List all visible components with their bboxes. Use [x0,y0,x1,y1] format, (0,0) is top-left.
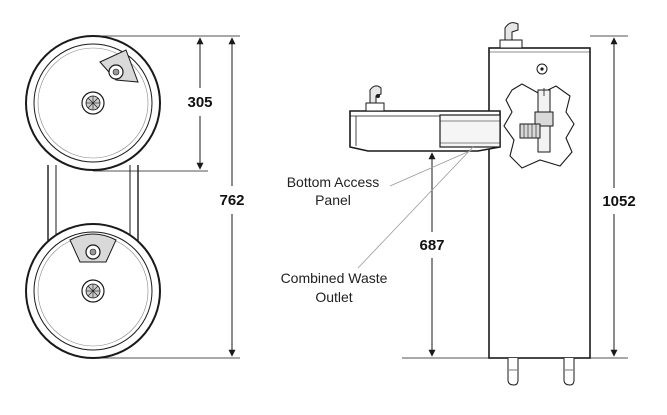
leader-combined-waste-outlet [357,145,475,269]
label-combined-waste-outlet-line2: Outlet [315,289,352,305]
bottom-access-panel [439,114,501,148]
drain-bottom-icon [81,279,105,303]
label-bottom-access-panel-line1: Bottom Access [287,174,380,190]
plan-view: 305 762 [25,35,245,359]
label-bottom-access-panel-line2: Panel [315,192,351,208]
bottom-bowl [25,223,161,359]
bowl-bubbler-icon [365,85,385,112]
cutaway-section [503,83,575,169]
pedestal-feet [507,358,575,386]
dim-label-305: 305 [187,94,212,111]
fountain-bowl-side [349,85,501,152]
label-combined-waste-outlet-line1: Combined Waste [281,270,388,286]
dim-label-1052: 1052 [602,193,635,210]
side-elevation: 687 1052 Bottom Access Panel Combined Wa… [281,22,636,386]
drain-top-icon [81,91,105,115]
top-bowl [25,35,161,171]
dim-label-762: 762 [219,192,244,209]
dim-label-687: 687 [419,237,444,254]
leader-bottom-access-panel [389,149,473,187]
pedestal-bubbler-icon [499,22,523,49]
